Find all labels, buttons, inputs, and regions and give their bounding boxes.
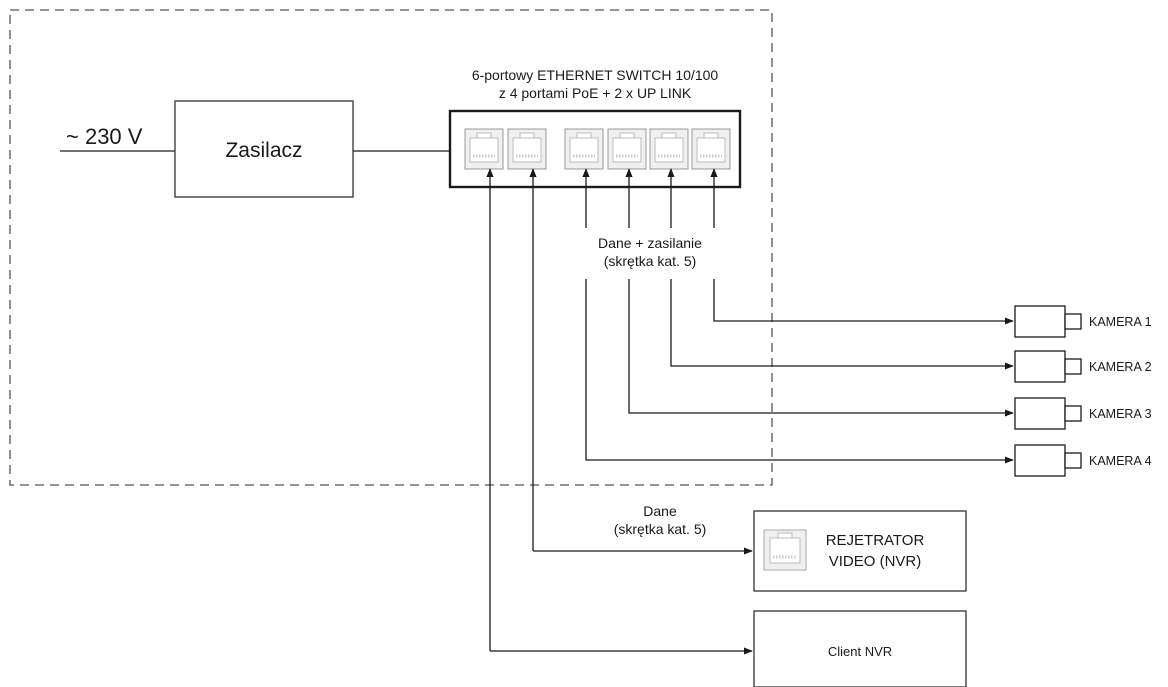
camera-3-body	[1014, 397, 1066, 430]
poe-note-line1: Dane + zasilanie	[598, 235, 702, 251]
camera-4: KAMERA 4	[1014, 444, 1152, 477]
cable-kamera-4	[585, 279, 1014, 464]
cable-kamera-3	[628, 279, 1014, 417]
camera-1-lens	[1064, 313, 1082, 330]
nvr-recorder: REJETRATOR VIDEO (NVR)	[753, 510, 967, 592]
data-note-line1: Dane	[643, 503, 677, 519]
ethernet-port-5	[649, 128, 689, 170]
power-supply-label: Zasilacz	[225, 139, 302, 162]
poe-note-line2: (skrętka kat. 5)	[604, 253, 697, 269]
camera-4-label: KAMERA 4	[1089, 454, 1152, 468]
switch-title-line1: 6-portowy ETHERNET SWITCH 10/100	[472, 67, 719, 83]
camera-2-label: KAMERA 2	[1089, 360, 1152, 374]
camera-2-body	[1014, 350, 1066, 383]
ethernet-port-2	[507, 128, 547, 170]
poe-cables: Dane + zasilanie (skrętka kat. 5)	[582, 168, 1014, 464]
camera-4-body	[1014, 444, 1066, 477]
ethernet-port-4	[607, 128, 647, 170]
ethernet-port-3	[564, 128, 604, 170]
camera-4-lens	[1064, 452, 1082, 469]
nvr-label-line2: VIDEO (NVR)	[829, 553, 922, 570]
client-nvr: Client NVR	[753, 610, 967, 687]
voltage-label: ~ 230 V	[66, 124, 143, 149]
cable-kamera-2	[670, 279, 1014, 370]
camera-3: KAMERA 3	[1014, 397, 1152, 430]
data-note-line2: (skrętka kat. 5)	[614, 521, 707, 537]
enclosure-boundary	[9, 9, 773, 486]
camera-1-label: KAMERA 1	[1089, 315, 1152, 329]
camera-3-label: KAMERA 3	[1089, 407, 1152, 421]
camera-1: KAMERA 1	[1014, 305, 1152, 338]
power-supply-box	[174, 100, 354, 198]
camera-2-lens	[1064, 358, 1082, 375]
client-nvr-label: Client NVR	[828, 644, 892, 659]
switch-ports	[464, 128, 731, 170]
camera-3-lens	[1064, 405, 1082, 422]
camera-2: KAMERA 2	[1014, 350, 1152, 383]
cable-kamera-1	[713, 279, 1014, 325]
client-nvr-box	[753, 610, 967, 687]
nvr-label-line1: REJETRATOR	[826, 532, 925, 549]
ethernet-port-6	[691, 128, 731, 170]
ethernet-port-1	[464, 128, 504, 170]
camera-1-body	[1014, 305, 1066, 338]
switch-title-line2: z 4 portami PoE + 2 x UP LINK	[499, 85, 692, 101]
nvr-ethernet-port-icon	[763, 529, 807, 571]
